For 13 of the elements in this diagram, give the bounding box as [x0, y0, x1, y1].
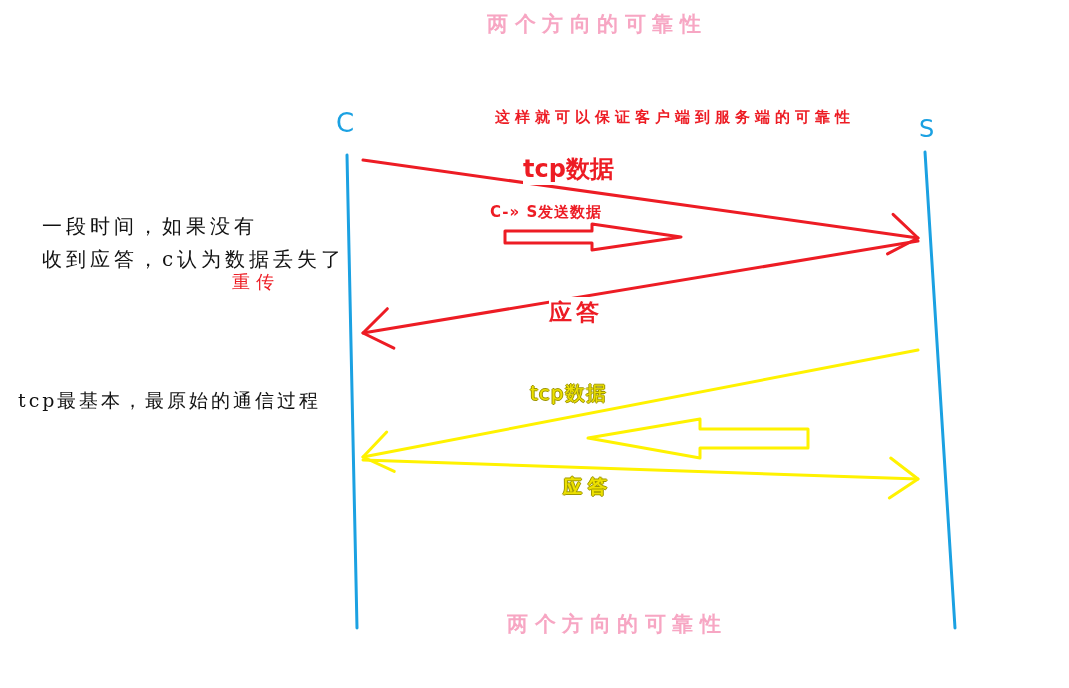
note-text: 这样就可以保证客户端到服务端的可靠性 [495, 108, 855, 127]
arrow [361, 456, 920, 500]
note-text: 一段时间，如果没有收到应答，c认为数据丢失了 [42, 213, 347, 273]
note-text: C-» S发送数据 [490, 203, 603, 222]
arrow [361, 348, 920, 473]
lifeline-label: C [336, 108, 355, 138]
heading: 两个方向的可靠性 [487, 11, 707, 38]
caption: 两个方向的可靠性 [507, 611, 727, 638]
arrow [361, 239, 920, 350]
lifeline-label: S [919, 115, 935, 143]
note-text: tcp最基本，最原始的通信过程 [18, 388, 322, 413]
note-text: 重传 [232, 270, 280, 294]
arrow [361, 158, 920, 256]
